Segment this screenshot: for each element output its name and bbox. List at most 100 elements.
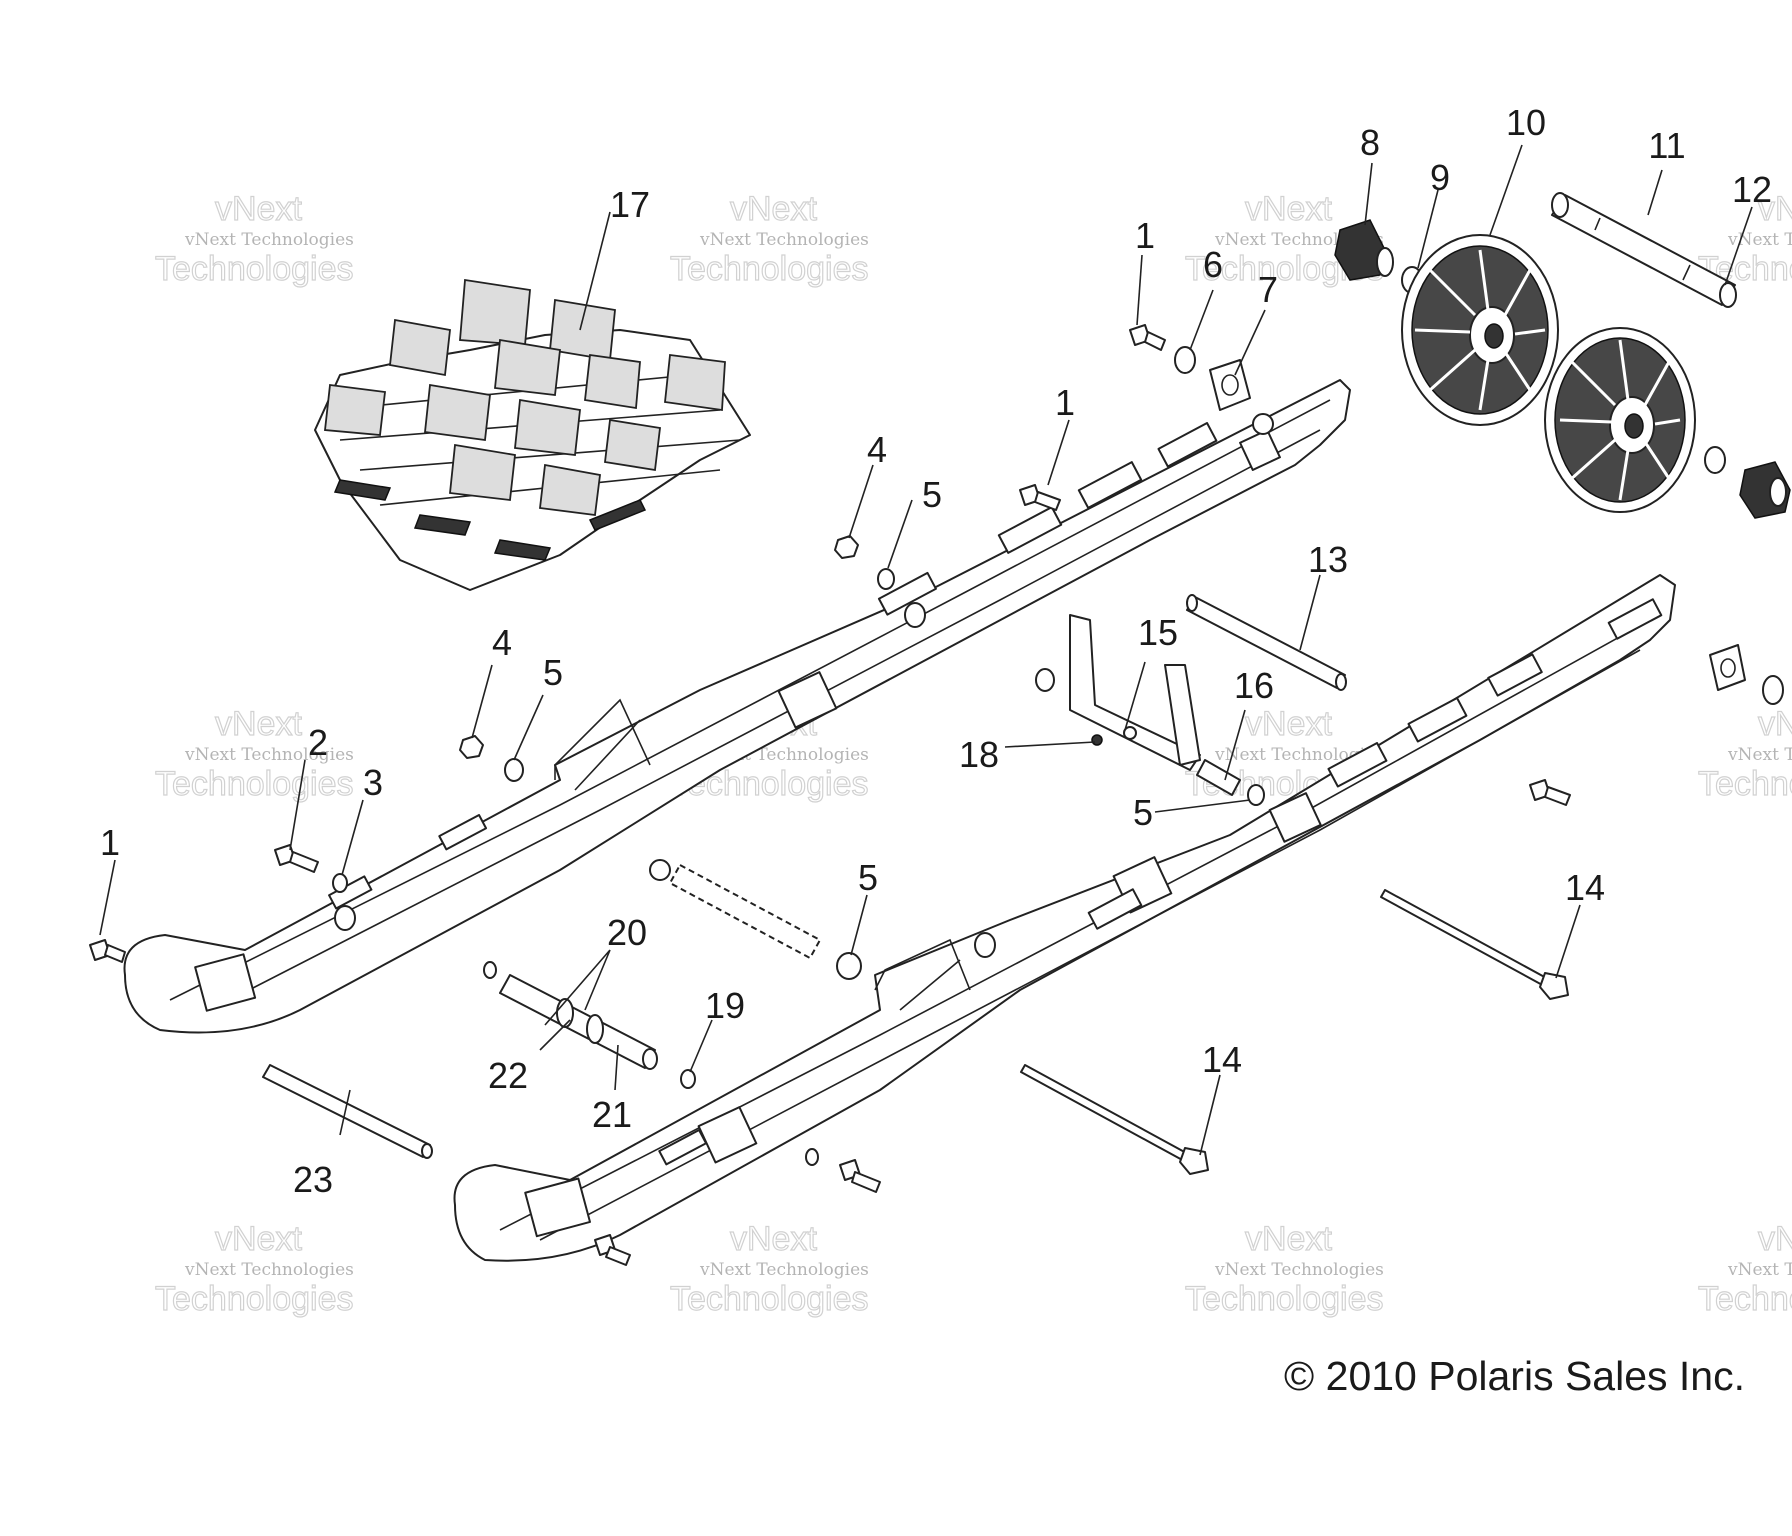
bolt-part-2[interactable] xyxy=(274,844,319,873)
svg-text:vNext: vNext xyxy=(1245,1220,1332,1258)
shock-absorber-part[interactable] xyxy=(649,859,821,959)
bolt-lower-right-b[interactable] xyxy=(594,1234,631,1266)
callout-11: 11 xyxy=(1648,125,1685,166)
callout-15: 15 xyxy=(1138,612,1178,653)
callout-19: 19 xyxy=(705,985,745,1026)
callout-9: 9 xyxy=(1430,157,1450,198)
svg-text:vNext Technologies: vNext Technologies xyxy=(1727,230,1792,250)
callout-4: 4 xyxy=(867,429,887,470)
bolt-part-1-left[interactable] xyxy=(89,939,126,963)
washer-part-5-a[interactable] xyxy=(877,568,895,590)
callout-labels: 1 1 1 2 3 4 4 5 5 5 5 6 7 8 9 10 11 12 1… xyxy=(100,102,1772,1200)
watermark: vNext vNext Technologies Technologies xyxy=(154,1219,354,1318)
callout-8: 8 xyxy=(1360,122,1380,163)
callout-5: 5 xyxy=(543,652,563,693)
bolt-part-14-upper[interactable] xyxy=(1380,889,1569,1000)
watermark: vNext vNext Technologies Technologies xyxy=(1184,189,1384,288)
callout-1: 1 xyxy=(1135,215,1155,256)
callout-14: 14 xyxy=(1202,1039,1242,1080)
track-section-part[interactable] xyxy=(314,278,751,591)
svg-text:Technologies: Technologies xyxy=(155,765,353,803)
svg-text:vNext: vNext xyxy=(1758,1220,1792,1258)
plate-part-7[interactable] xyxy=(1209,359,1251,411)
svg-text:Technologies: Technologies xyxy=(1698,1280,1792,1318)
callout-1: 1 xyxy=(100,822,120,863)
plate-right[interactable] xyxy=(1709,644,1746,691)
bolt-part-14-lower[interactable] xyxy=(1020,1064,1209,1175)
callout-16: 16 xyxy=(1234,665,1274,706)
idler-wheel-right[interactable] xyxy=(1544,327,1696,513)
nut-part-4-lower[interactable] xyxy=(459,735,484,759)
washer-right-c[interactable] xyxy=(1762,675,1784,705)
bolt-lower-right-a[interactable] xyxy=(839,1159,881,1193)
watermark: vNext vNext Technologies Technologies xyxy=(1697,704,1792,803)
rod-part-23[interactable] xyxy=(262,1064,433,1159)
svg-text:Technologies: Technologies xyxy=(155,1280,353,1318)
watermark: vNext vNext Technologies Technologies xyxy=(669,1219,869,1318)
svg-text:vNext: vNext xyxy=(1758,705,1792,743)
svg-text:vNext: vNext xyxy=(215,190,302,228)
idler-wheel-part-10[interactable] xyxy=(1401,234,1559,426)
svg-text:vNext Technologies: vNext Technologies xyxy=(1214,1260,1384,1280)
bracket-part-15[interactable] xyxy=(1069,614,1201,771)
svg-text:vNext: vNext xyxy=(1245,190,1332,228)
callout-5: 5 xyxy=(922,474,942,515)
watermark: vNext vNext Technologies Technologies xyxy=(669,189,869,288)
washer-part-5-c[interactable] xyxy=(1247,784,1265,806)
washer-part-5-b[interactable] xyxy=(504,758,524,782)
callout-20: 20 xyxy=(607,912,647,953)
watermark: vNext vNext Technologies Technologies xyxy=(1184,1219,1384,1318)
callout-5: 5 xyxy=(1133,792,1153,833)
copyright-notice: © 2010 Polaris Sales Inc. xyxy=(1284,1353,1745,1399)
svg-text:vNext: vNext xyxy=(1245,705,1332,743)
bearing-right[interactable] xyxy=(1739,461,1791,519)
svg-text:vNext Technologies: vNext Technologies xyxy=(184,745,354,765)
axle-part-11[interactable] xyxy=(1551,192,1737,308)
svg-text:Technologies: Technologies xyxy=(670,1280,868,1318)
watermark: vNext vNext Technologies Technologies xyxy=(1697,1219,1792,1318)
right-rail-part[interactable] xyxy=(453,574,1676,1262)
washer-right-b[interactable] xyxy=(1704,446,1726,474)
callout-23: 23 xyxy=(293,1159,333,1200)
svg-text:vNext Technologies: vNext Technologies xyxy=(699,1260,869,1280)
svg-text:vNext: vNext xyxy=(1758,190,1792,228)
callout-4: 4 xyxy=(492,622,512,663)
washer-part-19[interactable] xyxy=(680,1069,696,1089)
svg-text:Technologies: Technologies xyxy=(670,250,868,288)
svg-text:vNext: vNext xyxy=(730,1220,817,1258)
nut-part-4-upper[interactable] xyxy=(834,535,859,559)
svg-text:vNext Technologies: vNext Technologies xyxy=(1727,745,1792,765)
callout-10: 10 xyxy=(1506,102,1546,143)
bolt-part-1-center[interactable] xyxy=(1019,484,1061,511)
callout-22: 22 xyxy=(488,1055,528,1096)
spacer-part-16[interactable] xyxy=(1196,759,1241,796)
callout-14: 14 xyxy=(1565,867,1605,908)
callout-5: 5 xyxy=(858,857,878,898)
bolt-right-side[interactable] xyxy=(1529,779,1571,806)
svg-text:vNext Technologies: vNext Technologies xyxy=(1214,745,1384,765)
washer-part-6[interactable] xyxy=(1174,346,1196,374)
callout-13: 13 xyxy=(1308,539,1348,580)
callout-21: 21 xyxy=(592,1094,632,1135)
svg-text:vNext: vNext xyxy=(730,190,817,228)
callout-1: 1 xyxy=(1055,382,1075,423)
washer-small-b[interactable] xyxy=(805,1148,819,1166)
svg-text:vNext Technologies: vNext Technologies xyxy=(184,230,354,250)
washer-small-a[interactable] xyxy=(483,961,497,979)
axle-part-21[interactable] xyxy=(499,974,658,1070)
washer-part-5-d[interactable] xyxy=(836,952,862,980)
left-rail-slots xyxy=(328,422,1218,910)
right-rail-slots xyxy=(658,598,1663,1166)
callout-12: 12 xyxy=(1732,169,1772,210)
bolt-part-1-top[interactable] xyxy=(1129,324,1166,351)
callout-3: 3 xyxy=(363,762,383,803)
rail-mounts xyxy=(334,413,1274,958)
callout-17: 17 xyxy=(610,184,650,225)
washer-part-3[interactable] xyxy=(332,873,348,893)
callout-18: 18 xyxy=(959,734,999,775)
pin-part-18[interactable] xyxy=(1091,734,1103,746)
bearing-part-8[interactable] xyxy=(1334,219,1394,281)
rod-part-13[interactable] xyxy=(1186,594,1347,691)
left-rail-part[interactable] xyxy=(123,379,1351,1034)
